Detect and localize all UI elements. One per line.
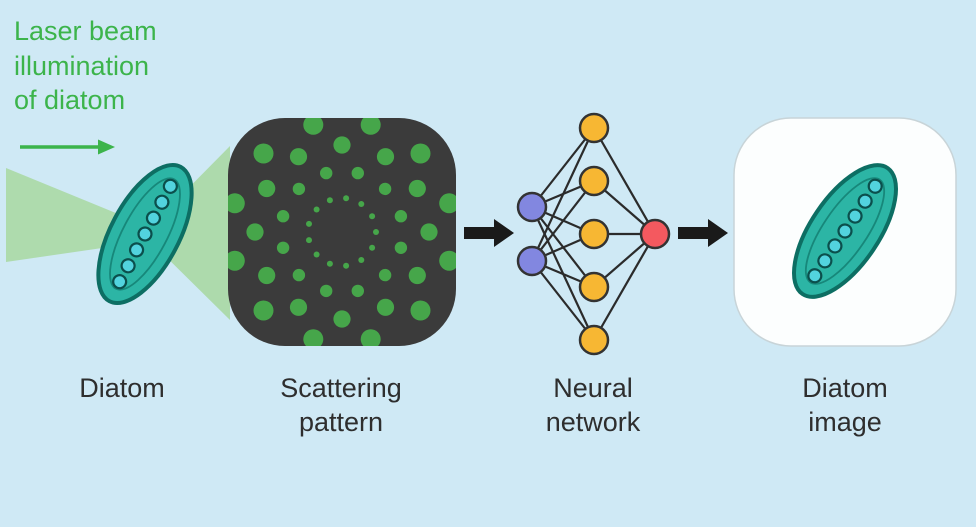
scatter-dot	[258, 179, 276, 198]
nn-hidden-node	[578, 112, 610, 144]
scatter-dot	[228, 193, 245, 214]
scatter-dot	[276, 241, 290, 254]
scatter-dot	[326, 197, 333, 204]
scatter-dot	[306, 237, 312, 244]
nn-nodes	[516, 112, 671, 356]
scatter-dot	[376, 298, 395, 316]
scatter-dot	[333, 310, 351, 328]
nn-hidden-node	[578, 271, 610, 303]
scatter-dot	[289, 298, 308, 316]
neural-network-caption: Neural network	[545, 373, 641, 437]
scatter-dot	[410, 143, 431, 164]
scatter-dot	[276, 210, 290, 223]
nn-input-node	[516, 191, 548, 223]
flow-arrow-2-icon	[678, 219, 728, 247]
scatter-dot	[303, 329, 324, 346]
scatter-dot	[320, 284, 333, 298]
scatter-dot	[343, 195, 350, 202]
scatter-dot	[358, 257, 365, 263]
scatter-dot	[376, 148, 395, 166]
scatter-dot	[369, 213, 376, 220]
nn-hidden-node	[578, 165, 610, 197]
scatter-dot	[313, 251, 320, 258]
scatter-dot	[408, 179, 426, 198]
scatter-dot	[410, 300, 431, 321]
scatter-dot	[439, 250, 456, 271]
scatter-dot	[320, 166, 333, 180]
scatter-dot	[373, 229, 379, 235]
scatter-dot	[289, 148, 308, 166]
scatter-dot	[253, 143, 274, 164]
scatter-dot	[333, 136, 351, 154]
scatter-dot	[369, 244, 376, 251]
scatter-dot	[228, 250, 245, 271]
nn-input-node	[516, 245, 548, 277]
scatter-dot	[439, 193, 456, 214]
laser-beam-caption: Laser beam illumination of diatom	[14, 16, 157, 116]
scatter-dot	[394, 210, 408, 223]
scatter-dot	[258, 266, 276, 285]
scatter-dot	[351, 166, 364, 180]
neural-network-illustration	[516, 112, 671, 356]
scattering-pattern-panel	[228, 118, 456, 346]
scatter-dot	[394, 241, 408, 254]
scatter-dot	[246, 223, 264, 241]
scatter-dot	[303, 118, 324, 135]
scatter-dot	[253, 300, 274, 321]
laser-arrow-icon	[20, 139, 115, 155]
scatter-dot	[292, 182, 306, 196]
scatter-dot	[360, 118, 381, 135]
flow-arrow-1-icon	[464, 219, 514, 247]
scatter-dot	[420, 223, 438, 241]
diatom-image-caption: Diatom image	[802, 373, 888, 437]
scatter-dot	[292, 268, 306, 282]
scatter-dot	[358, 201, 365, 207]
diatom-caption: Diatom	[79, 373, 165, 403]
scatter-dot	[313, 206, 320, 213]
scattering-dots	[228, 118, 456, 346]
scatter-dot	[360, 329, 381, 346]
scatter-dot	[343, 262, 350, 269]
scatter-dot	[326, 260, 333, 267]
nn-output-node	[639, 218, 671, 250]
scatter-dot	[378, 182, 392, 196]
nn-hidden-node	[578, 218, 610, 250]
nn-hidden-node	[578, 324, 610, 356]
scatter-dot	[306, 220, 312, 227]
scatter-dot	[378, 268, 392, 282]
scatter-dot	[408, 266, 426, 285]
scattering-pattern-caption: Scattering pattern	[280, 373, 402, 437]
scatter-dot	[351, 284, 364, 298]
